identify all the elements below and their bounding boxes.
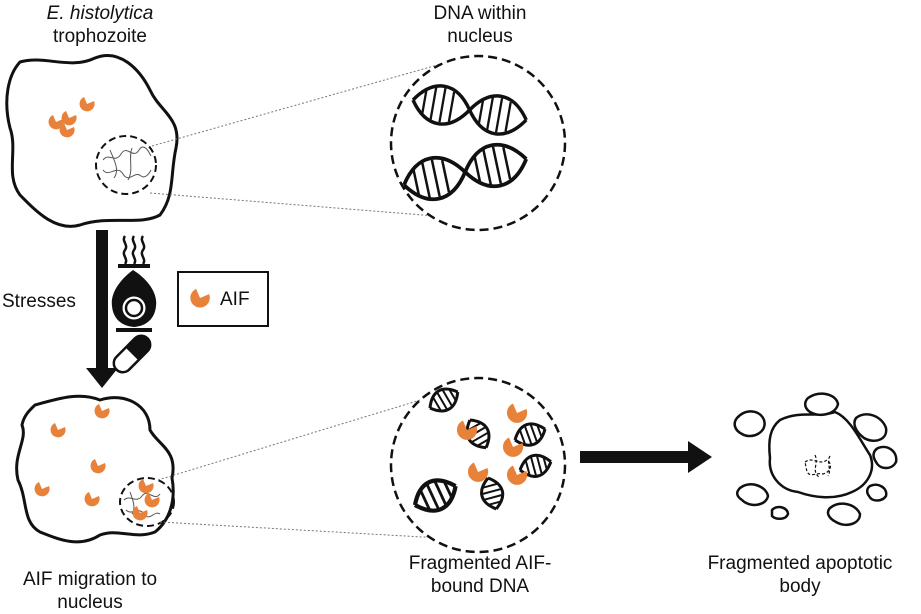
dna-label-line1: DNA within (433, 3, 527, 24)
fragmented-label: Fragmented AIF- bound DNA (385, 552, 575, 598)
migration-label-line2: nucleus (57, 592, 123, 613)
drug-capsule-icon (112, 334, 152, 374)
apoptotic-label: Fragmented apoptotic body (690, 552, 910, 598)
fragmented-dna-zoom (389, 376, 567, 554)
flame-oxidizer-icon (111, 270, 157, 332)
migration-label: AIF migration to nucleus (0, 568, 180, 614)
stresses-label: Stresses (2, 291, 76, 312)
apoptotic-label-line1: Fragmented apoptotic (707, 553, 893, 574)
dna-label-line2: nucleus (447, 26, 513, 47)
trophozoite-cell (5, 54, 179, 228)
migration-label-line1: AIF migration to (22, 569, 158, 590)
fragmented-label-line1: Fragmented AIF- (408, 553, 552, 574)
stress-arrow (86, 230, 118, 388)
organism-stage: trophozoite (52, 26, 147, 47)
legend-aif-label: AIF (220, 289, 250, 310)
progression-arrow (580, 441, 712, 473)
legend-box (177, 271, 269, 327)
nucleus-outline (95, 135, 157, 195)
heat-icon (118, 235, 150, 268)
aif-migration-cell (15, 394, 175, 544)
apoptotic-label-line2: body (779, 576, 821, 597)
apoptotic-body (733, 392, 898, 526)
dna-nucleus-zoom (389, 54, 567, 232)
dna-label: DNA within nucleus (400, 2, 560, 48)
organism-label: E. histolytica trophozoite (20, 2, 180, 48)
organism-name: E. histolytica (46, 3, 154, 24)
fragmented-label-line2: bound DNA (430, 576, 530, 597)
